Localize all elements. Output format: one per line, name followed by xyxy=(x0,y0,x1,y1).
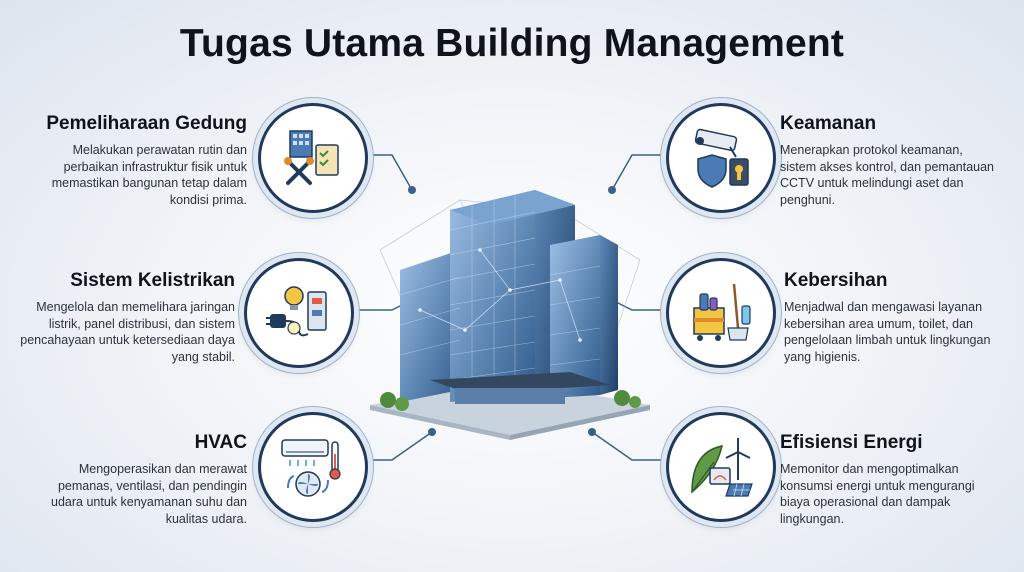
task-heading: HVAC xyxy=(194,432,247,453)
renewable-energy-icon xyxy=(666,412,776,522)
task-heading: Sistem Kelistrikan xyxy=(70,270,235,291)
task-heading: Kebersihan xyxy=(784,270,888,291)
task-heading: Efisiensi Energi xyxy=(780,432,923,453)
task-pemeliharaan: Pemeliharaan Gedung Melakukan perawatan … xyxy=(32,113,247,208)
building-illustration xyxy=(370,190,650,440)
task-heading: Keamanan xyxy=(780,113,877,134)
task-description: Menjadwal dan mengawasi layanan kebersih… xyxy=(784,300,991,364)
task-description: Melakukan perawatan rutin dan perbaikan … xyxy=(51,143,247,207)
task-description: Mengoperasikan dan merawat pemanas, vent… xyxy=(51,462,247,526)
cleaning-supplies-icon xyxy=(666,258,776,368)
task-description: Memonitor dan mengoptimalkan konsumsi en… xyxy=(780,462,975,526)
cctv-shield-icon xyxy=(666,103,776,213)
air-conditioner-icon xyxy=(258,412,368,522)
electrical-plug-bulb-icon xyxy=(244,258,354,368)
task-keamanan: Keamanan Menerapkan protokol keamanan, s… xyxy=(780,113,995,208)
task-energi: Efisiensi Energi Memonitor dan mengoptim… xyxy=(780,432,995,527)
task-kebersihan: Kebersihan Menjadwal dan mengawasi layan… xyxy=(784,270,999,365)
task-description: Menerapkan protokol keamanan, sistem aks… xyxy=(780,143,995,207)
task-kelistrikan: Sistem Kelistrikan Mengelola dan memelih… xyxy=(20,270,235,365)
page-title: Tugas Utama Building Management xyxy=(179,22,845,65)
task-hvac: HVAC Mengoperasikan dan merawat pemanas,… xyxy=(32,432,247,527)
task-description: Mengelola dan memelihara jaringan listri… xyxy=(20,300,235,364)
task-heading: Pemeliharaan Gedung xyxy=(46,113,247,134)
maintenance-tools-icon xyxy=(258,103,368,213)
